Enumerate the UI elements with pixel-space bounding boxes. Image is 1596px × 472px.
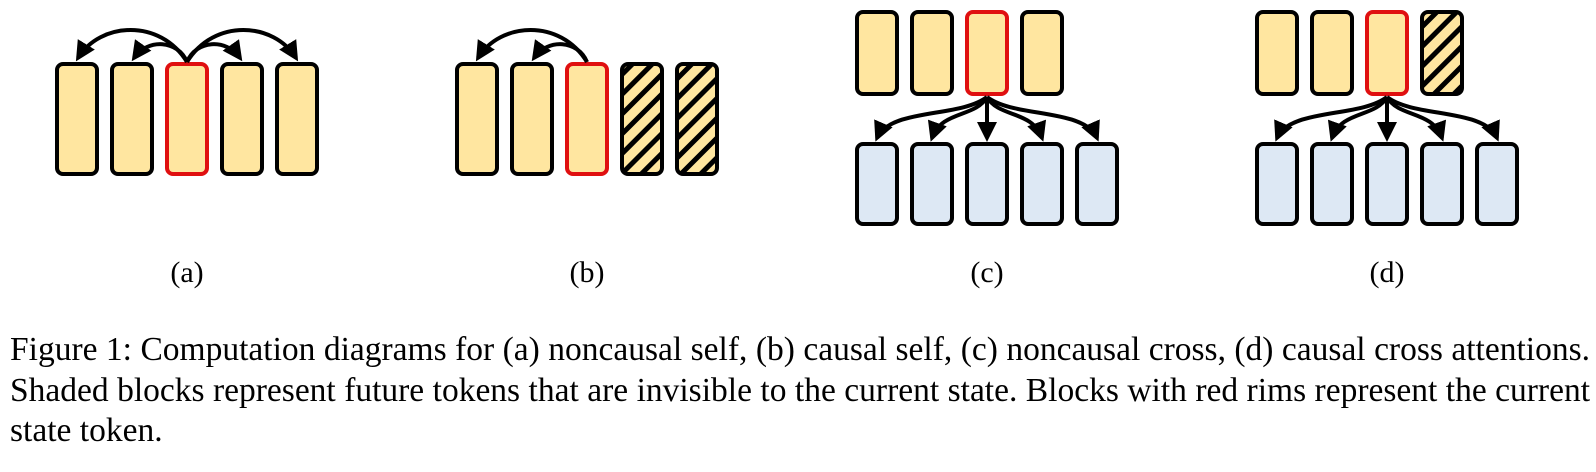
token-block xyxy=(510,62,554,176)
subfigure-label-b: (b) xyxy=(570,256,605,289)
panel-c-diagram xyxy=(855,10,1119,226)
subfigure-label-c: (c) xyxy=(970,256,1003,289)
token-block xyxy=(55,62,99,176)
figure-caption: Figure 1: Computation diagrams for (a) n… xyxy=(10,330,1590,452)
token-block xyxy=(455,62,499,176)
attention-arrow xyxy=(1385,95,1447,142)
token-block xyxy=(910,10,954,96)
future-token-block xyxy=(675,62,719,176)
target-block xyxy=(855,142,899,226)
token-block xyxy=(1255,10,1299,96)
panel-d-diagram xyxy=(1255,10,1519,226)
future-token-block xyxy=(1420,10,1464,96)
attention-arrow xyxy=(131,39,189,63)
target-block xyxy=(1420,142,1464,226)
target-block xyxy=(910,142,954,226)
attention-arrow xyxy=(185,28,299,64)
token-block xyxy=(1020,10,1064,96)
panel-b-diagram xyxy=(455,28,719,176)
future-token-block xyxy=(620,62,664,176)
target-block xyxy=(965,142,1009,226)
current-token-block xyxy=(1365,10,1409,96)
attention-arrow xyxy=(531,39,589,63)
token-block xyxy=(1310,10,1354,96)
target-block xyxy=(1075,142,1119,226)
target-block xyxy=(1365,142,1409,226)
token-block xyxy=(220,62,264,176)
attention-arrow xyxy=(927,95,989,142)
target-block xyxy=(1475,142,1519,226)
current-token-block xyxy=(965,10,1009,96)
caption-prefix: Figure 1: xyxy=(10,331,132,368)
attention-arrow xyxy=(874,95,989,142)
attention-arrow xyxy=(1274,95,1389,142)
target-block xyxy=(1020,142,1064,226)
target-block xyxy=(1255,142,1299,226)
caption-text: Computation diagrams for (a) noncausal s… xyxy=(10,331,1590,449)
subfigure-label-a: (a) xyxy=(170,256,203,289)
subfigure-label-d: (d) xyxy=(1370,256,1405,289)
token-block xyxy=(275,62,319,176)
token-block xyxy=(855,10,899,96)
current-token-block xyxy=(165,62,209,176)
panel-a-diagram xyxy=(55,28,319,176)
current-token-block xyxy=(565,62,609,176)
target-block xyxy=(1310,142,1354,226)
attention-arrow xyxy=(985,95,1047,142)
token-block xyxy=(110,62,154,176)
attention-arrow xyxy=(1385,95,1500,142)
attention-arrow xyxy=(985,95,1100,142)
attention-arrow xyxy=(1327,95,1389,142)
